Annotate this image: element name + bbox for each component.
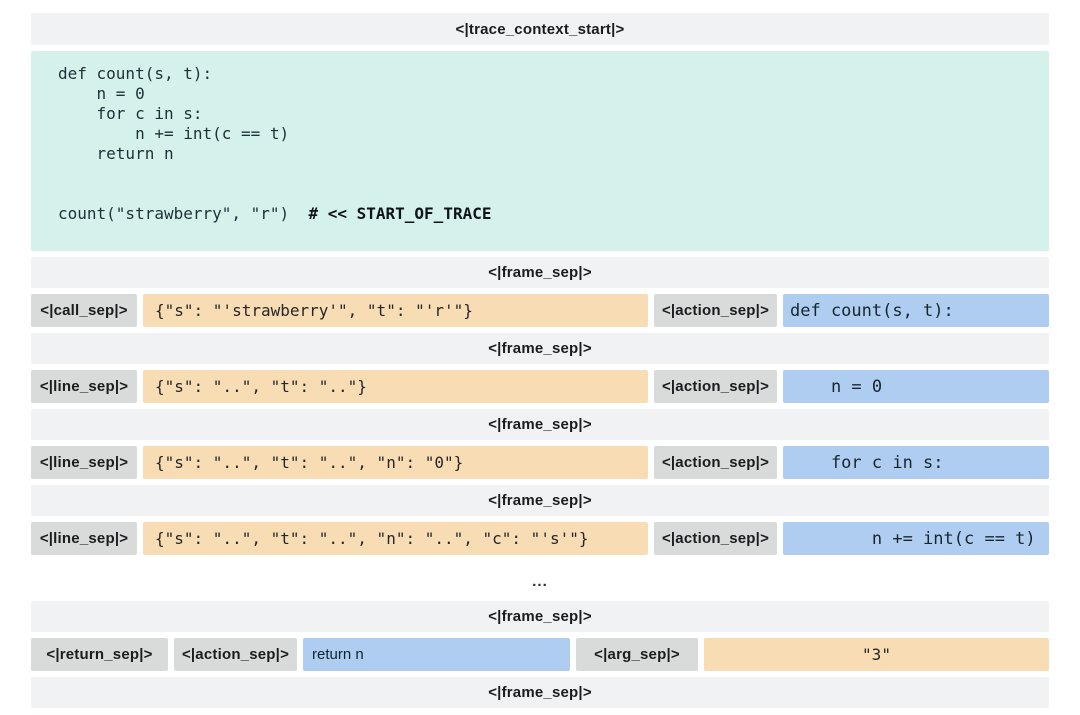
code-call-line: count("strawberry", "r") # << START_OF_T… bbox=[58, 204, 1039, 224]
frame-sep-token: <|frame_sep|> bbox=[488, 684, 592, 701]
frame-action-box: for c in s: bbox=[783, 446, 1049, 479]
line-sep-token: <|line_sep|> bbox=[31, 446, 137, 479]
return-value-box: "3" bbox=[704, 638, 1049, 671]
frame-sep-bar: <|frame_sep|> bbox=[31, 409, 1049, 440]
frame-sep-token: <|frame_sep|> bbox=[488, 340, 592, 357]
action-sep-token: <|action_sep|> bbox=[654, 446, 777, 479]
action-sep-token: <|action_sep|> bbox=[654, 294, 777, 327]
frame-sep-token: <|frame_sep|> bbox=[488, 608, 592, 625]
arg-sep-token: <|arg_sep|> bbox=[576, 638, 698, 671]
frame-state-box: {"s": "'strawberry'", "t": "'r'"} bbox=[143, 294, 648, 327]
trace-frame-row: <|line_sep|> {"s": "..", "t": "..", "n":… bbox=[31, 446, 1049, 479]
trace-frame-row: <|line_sep|> {"s": "..", "t": ".."} <|ac… bbox=[31, 370, 1049, 403]
code-line: for c in s: bbox=[58, 104, 203, 123]
return-frame-row: <|return_sep|> <|action_sep|> return n <… bbox=[31, 638, 1049, 671]
trace-context-start-bar: <|trace_context_start|> bbox=[31, 13, 1049, 45]
frame-action-box: n += int(c == t) bbox=[783, 522, 1049, 555]
trace-frame-row: <|call_sep|> {"s": "'strawberry'", "t": … bbox=[31, 294, 1049, 327]
frame-action-box: def count(s, t): bbox=[783, 294, 1049, 327]
line-sep-token: <|line_sep|> bbox=[31, 522, 137, 555]
frame-sep-bar: <|frame_sep|> bbox=[31, 485, 1049, 516]
line-sep-token: <|line_sep|> bbox=[31, 370, 137, 403]
frame-sep-bar: <|frame_sep|> bbox=[31, 257, 1049, 288]
code-line: def count(s, t): bbox=[58, 64, 213, 83]
return-action-box: return n bbox=[303, 638, 570, 671]
call-sep-token: <|call_sep|> bbox=[31, 294, 137, 327]
start-of-trace-comment: # << START_OF_TRACE bbox=[308, 204, 492, 223]
trace-context-start-token: <|trace_context_start|> bbox=[455, 20, 625, 38]
frame-sep-bar: <|frame_sep|> bbox=[31, 601, 1049, 632]
action-sep-token: <|action_sep|> bbox=[654, 522, 777, 555]
frame-state-box: {"s": "..", "t": ".."} bbox=[143, 370, 648, 403]
frame-sep-token: <|frame_sep|> bbox=[488, 492, 592, 509]
frame-action-box: n = 0 bbox=[783, 370, 1049, 403]
source-code-block: def count(s, t): n = 0 for c in s: n += … bbox=[31, 51, 1049, 251]
code-line: n = 0 bbox=[58, 84, 145, 103]
frame-sep-bar: <|frame_sep|> bbox=[31, 333, 1049, 364]
action-sep-token: <|action_sep|> bbox=[174, 638, 297, 671]
code-line: return n bbox=[58, 144, 174, 163]
frame-state-box: {"s": "..", "t": "..", "n": "0"} bbox=[143, 446, 648, 479]
trace-frame-row: <|line_sep|> {"s": "..", "t": "..", "n":… bbox=[31, 522, 1049, 555]
code-line: n += int(c == t) bbox=[58, 124, 290, 143]
action-sep-token: <|action_sep|> bbox=[654, 370, 777, 403]
code-call-expression: count("strawberry", "r") bbox=[58, 204, 309, 223]
frame-sep-bar: <|frame_sep|> bbox=[31, 677, 1049, 708]
frame-sep-token: <|frame_sep|> bbox=[488, 264, 592, 281]
frame-state-box: {"s": "..", "t": "..", "n": "..", "c": "… bbox=[143, 522, 648, 555]
frame-sep-token: <|frame_sep|> bbox=[488, 416, 592, 433]
return-sep-token: <|return_sep|> bbox=[31, 638, 168, 671]
ellipsis: ... bbox=[532, 572, 548, 590]
